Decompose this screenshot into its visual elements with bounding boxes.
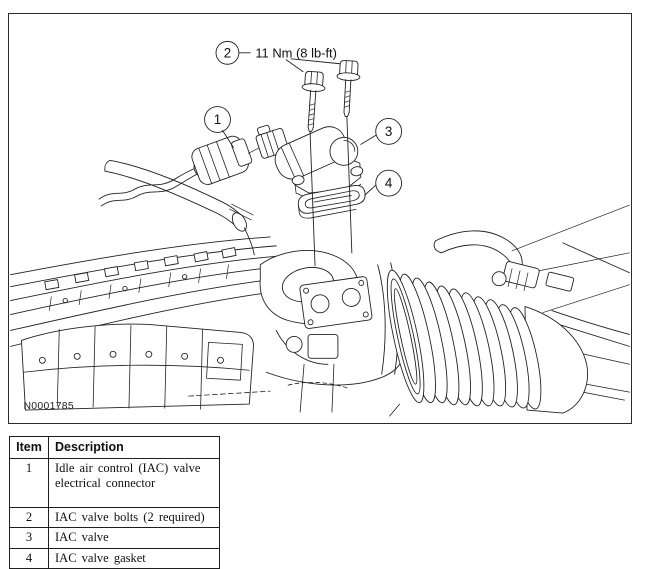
callout-4-number: 4	[385, 176, 393, 191]
item-number: 3	[9, 527, 49, 549]
diagram-frame: 2 11 Nm (8 lb-ft) 1 3	[8, 13, 632, 424]
parts-table: Item Description 1 Idle air control (IAC…	[9, 436, 220, 569]
callout-4: 4	[364, 169, 403, 197]
table-row: 3 IAC valve	[9, 527, 220, 549]
bolt-alignment-lines	[309, 116, 353, 267]
iac-valve-drawing	[255, 124, 364, 200]
item-description: IAC valve	[48, 527, 220, 549]
engine-line-art	[10, 159, 630, 417]
callout-1: 1	[204, 106, 234, 148]
header-item: Item	[9, 436, 49, 459]
item-number: 1	[9, 458, 49, 508]
callout-3: 3	[360, 118, 403, 145]
iac-gasket-drawing	[297, 184, 366, 219]
item-description: IAC valve bolts (2 required)	[48, 506, 220, 529]
table-row: 2 IAC valve bolts (2 required)	[9, 506, 220, 529]
table-row: 4 IAC valve gasket	[9, 547, 220, 569]
item-number: 4	[9, 547, 49, 569]
table-header-row: Item Description	[9, 436, 220, 459]
callout-3-number: 3	[385, 124, 392, 139]
figure-id: N0001785	[23, 401, 74, 412]
torque-label: 11 Nm (8 lb-ft)	[255, 45, 337, 60]
table-row: 1 Idle air control (IAC) valve electrica…	[9, 458, 220, 508]
bolt-right	[336, 60, 361, 117]
bolt-left	[301, 70, 326, 132]
header-description: Description	[48, 436, 220, 459]
callout-2: 2 11 Nm (8 lb-ft)	[215, 40, 341, 73]
air-intake-bellows	[386, 269, 588, 417]
iac-connector-drawing	[98, 135, 263, 207]
callouts: 2 11 Nm (8 lb-ft) 1 3	[204, 40, 403, 197]
callout-2-number: 2	[224, 45, 231, 60]
item-description: Idle air control (IAC) valve electrical …	[48, 458, 220, 508]
engine-diagram: 2 11 Nm (8 lb-ft) 1 3	[10, 40, 630, 417]
callout-1-number: 1	[214, 112, 221, 127]
iac-bolts-drawing	[301, 60, 361, 132]
item-description: IAC valve gasket	[48, 547, 220, 569]
item-number: 2	[9, 506, 49, 529]
